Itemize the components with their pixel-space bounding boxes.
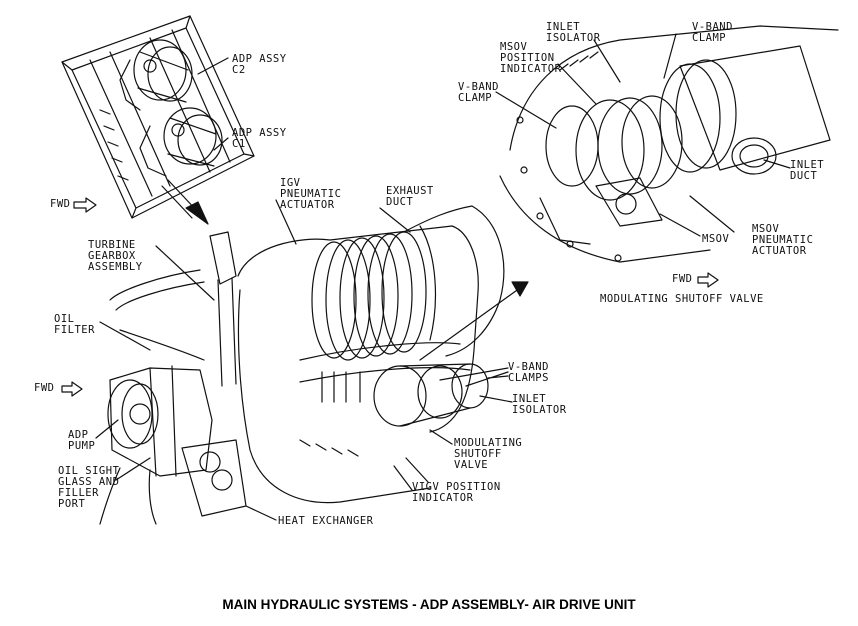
msov-detail-drawing — [495, 25, 839, 263]
label-exhaust-duct: EXHAUST DUCT — [386, 185, 434, 208]
label-msov-pneumatic-actuator: MSOV PNEUMATIC ACTUATOR — [752, 223, 814, 257]
label-adp-pump: ADP PUMP — [68, 429, 96, 452]
label-msov-position-indicator: MSOV POSITION INDICATOR — [500, 41, 562, 75]
label-v-band-clamp-left: V-BAND CLAMP — [458, 81, 499, 104]
label-v-band-clamp-top: V-BAND CLAMP — [692, 21, 733, 44]
label-msov: MSOV — [702, 233, 730, 245]
label-adp-assy-c1: ADP ASSY C1 — [232, 127, 287, 150]
label-turbine-gearbox-assembly: TURBINE GEARBOX ASSEMBLY — [88, 239, 143, 273]
label-vigv-position-indicator: VIGV POSITION INDICATOR — [412, 481, 501, 504]
fwd-arrow-detail — [697, 272, 719, 288]
label-igv-pneumatic-actuator: IGV PNEUMATIC ACTUATOR — [280, 177, 342, 211]
main-assembly-drawing — [95, 199, 529, 525]
label-fwd-inset: FWD — [50, 198, 71, 210]
label-fwd-detail: FWD — [672, 273, 693, 285]
label-inlet-duct: INLET DUCT — [790, 159, 825, 182]
label-inlet-isolator-main: INLET ISOLATOR — [512, 393, 567, 416]
label-oil-sight-glass: OIL SIGHT GLASS AND FILLER PORT — [58, 465, 120, 510]
bay-inset-drawing — [61, 15, 255, 225]
fwd-arrow-inset — [73, 197, 97, 213]
label-inlet-isolator-detail: INLET ISOLATOR — [546, 21, 601, 44]
label-heat-exchanger: HEAT EXCHANGER — [278, 515, 374, 527]
page-title: MAIN HYDRAULIC SYSTEMS - ADP ASSEMBLY- A… — [222, 597, 636, 612]
label-modulating-shutoff-valve: MODULATING SHUTOFF VALVE — [454, 437, 523, 471]
label-oil-filter: OIL FILTER — [54, 313, 95, 336]
label-msov-caption: MODULATING SHUTOFF VALVE — [600, 293, 764, 305]
fwd-arrow-main — [61, 381, 83, 397]
label-fwd-main: FWD — [34, 382, 55, 394]
label-adp-assy-c2: ADP ASSY C2 — [232, 53, 287, 76]
label-v-band-clamps: V-BAND CLAMPS — [508, 361, 549, 384]
